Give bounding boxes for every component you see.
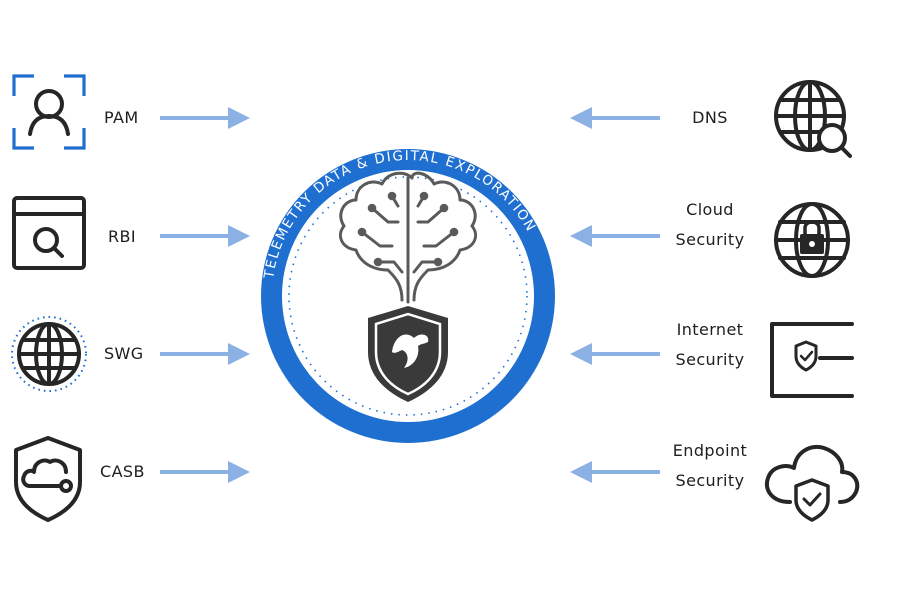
globe-lock-icon [774, 202, 850, 278]
globe-icon [11, 316, 87, 392]
label-endpoint-security-line1: Endpoint [672, 441, 748, 460]
ring-dots [288, 176, 528, 416]
label-cloud-security-line2: Security [675, 230, 745, 249]
label-cloud-security: Cloud Security [662, 195, 758, 255]
globe-search-icon [774, 80, 852, 158]
label-endpoint-security: Endpoint Security [662, 436, 758, 496]
right-arrows [570, 107, 660, 483]
label-pam: PAM [104, 108, 139, 127]
label-internet-security: Internet Security [662, 315, 758, 375]
brain-circuit-icon [339, 171, 477, 304]
label-endpoint-security-line2: Security [675, 471, 745, 490]
label-casb: CASB [100, 462, 145, 481]
cloud-shield-icon [14, 436, 82, 522]
label-cloud-security-line1: Cloud [686, 200, 734, 219]
arrow-rbi [160, 225, 250, 247]
cloud-check-shield-icon [765, 445, 860, 522]
user-scan-icon [12, 74, 86, 150]
arrow-casb [160, 461, 250, 483]
label-internet-security-line1: Internet [676, 320, 744, 339]
browser-search-icon [12, 196, 86, 270]
window-shield-icon [770, 322, 854, 398]
arrow-internet-security [570, 343, 660, 365]
shield-logo-icon [368, 306, 448, 402]
label-rbi: RBI [108, 227, 137, 246]
arrow-cloud-security [570, 225, 660, 247]
arrow-pam [160, 107, 250, 129]
label-internet-security-line2: Security [675, 350, 745, 369]
arrow-dns [570, 107, 660, 129]
left-arrows [160, 107, 250, 483]
label-swg: SWG [104, 344, 144, 363]
label-dns: DNS [662, 103, 758, 133]
arrow-swg [160, 343, 250, 365]
label-dns-line: DNS [692, 108, 728, 127]
arrow-endpoint-security [570, 461, 660, 483]
